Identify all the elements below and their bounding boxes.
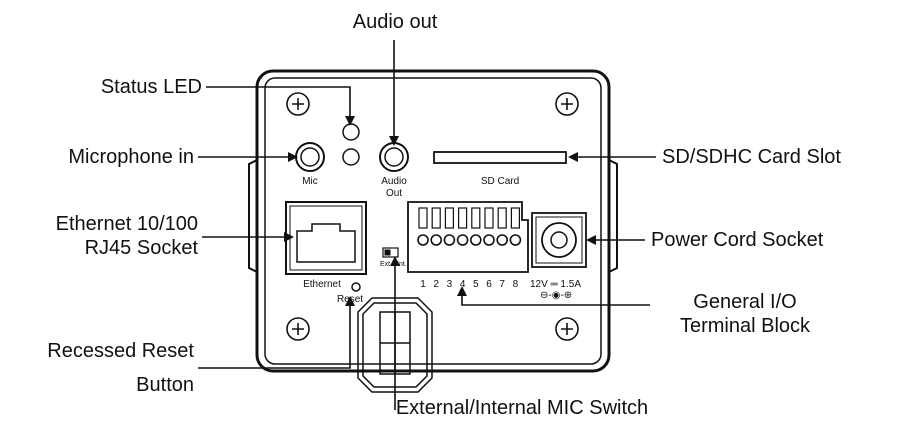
callout-reset-line-2: Button bbox=[136, 374, 194, 396]
mic-switch bbox=[382, 247, 399, 258]
screw-icon-br bbox=[555, 317, 579, 341]
callout-audio-out: Audio out bbox=[352, 11, 438, 33]
mic-jack bbox=[295, 142, 325, 172]
audio-out-label-2: Out bbox=[386, 188, 402, 199]
switch-int-label: Int. bbox=[397, 261, 407, 268]
ethernet-label: Ethernet bbox=[303, 279, 341, 290]
leader-reset bbox=[198, 300, 351, 369]
switch-ext-label: Ext. bbox=[380, 261, 392, 268]
terminal-slot-6 bbox=[484, 207, 494, 229]
callout-ethernet: Ethernet 10/100 RJ45 Socket bbox=[10, 212, 198, 260]
sd-card-slot bbox=[433, 151, 567, 164]
terminal-slot-7 bbox=[497, 207, 507, 229]
callout-ethernet-line-1: Ethernet 10/100 bbox=[55, 213, 198, 235]
terminal-screw-7 bbox=[496, 234, 509, 246]
power-rating-label: 12V ═ 1.5A bbox=[530, 279, 581, 290]
terminal-screw-8 bbox=[509, 234, 522, 246]
callout-gio-line-1: General I/O bbox=[693, 291, 797, 313]
terminal-screw-3 bbox=[443, 234, 456, 246]
terminal-screw-2 bbox=[430, 234, 443, 246]
camera-body bbox=[248, 69, 618, 373]
terminal-number-8: 8 bbox=[513, 279, 519, 290]
callout-power: Power Cord Socket bbox=[651, 229, 824, 251]
callout-gio: General I/O Terminal Block bbox=[650, 290, 840, 338]
mic-label: Mic bbox=[302, 176, 318, 187]
power-socket bbox=[531, 212, 587, 268]
terminal-number-3: 3 bbox=[447, 279, 453, 290]
leader-status-led bbox=[206, 86, 351, 120]
terminal-screw-5 bbox=[469, 234, 482, 246]
terminal-number-5: 5 bbox=[473, 279, 479, 290]
callout-reset-line-1: Recessed Reset bbox=[47, 340, 194, 362]
terminal-number-7: 7 bbox=[499, 279, 505, 290]
screw-icon-bl bbox=[286, 317, 310, 341]
terminal-number-1: 1 bbox=[420, 279, 426, 290]
callout-microphone-in: Microphone in bbox=[68, 146, 194, 168]
power-polarity-label: ⊖-◉-⊕ bbox=[540, 290, 572, 301]
terminal-slot-3 bbox=[444, 207, 454, 229]
reset-button bbox=[351, 282, 361, 292]
callout-reset: Recessed Reset Button bbox=[0, 334, 194, 402]
audio-out-jack bbox=[379, 142, 409, 172]
terminal-slot-1 bbox=[418, 207, 428, 229]
terminal-number-6: 6 bbox=[486, 279, 492, 290]
callout-gio-line-2: Terminal Block bbox=[679, 315, 811, 337]
callout-status-led: Status LED bbox=[100, 76, 202, 98]
terminal-block bbox=[407, 201, 529, 273]
callout-ethernet-line-2: RJ45 Socket bbox=[84, 237, 198, 259]
audio-out-label-1: Audio bbox=[381, 176, 407, 187]
sd-card-label: SD Card bbox=[481, 176, 519, 187]
terminal-slot-5 bbox=[471, 207, 481, 229]
terminal-screw-6 bbox=[483, 234, 495, 246]
callout-mic-switch: External/Internal MIC Switch bbox=[395, 397, 649, 419]
ethernet-socket bbox=[285, 201, 367, 275]
status-led bbox=[342, 123, 360, 166]
terminal-screw-1 bbox=[417, 234, 429, 246]
terminal-slot-4 bbox=[458, 207, 468, 229]
terminal-screw-4 bbox=[456, 234, 469, 246]
terminal-number-4: 4 bbox=[460, 279, 466, 290]
screw-icon-tr bbox=[555, 92, 579, 116]
leader-arrowheads bbox=[284, 116, 596, 306]
terminal-number-2: 2 bbox=[433, 279, 439, 290]
callout-sd-slot: SD/SDHC Card Slot bbox=[662, 146, 841, 168]
screw-icon-tl bbox=[286, 92, 310, 116]
terminal-slot-8 bbox=[510, 207, 520, 229]
terminal-slot-2 bbox=[431, 207, 441, 229]
